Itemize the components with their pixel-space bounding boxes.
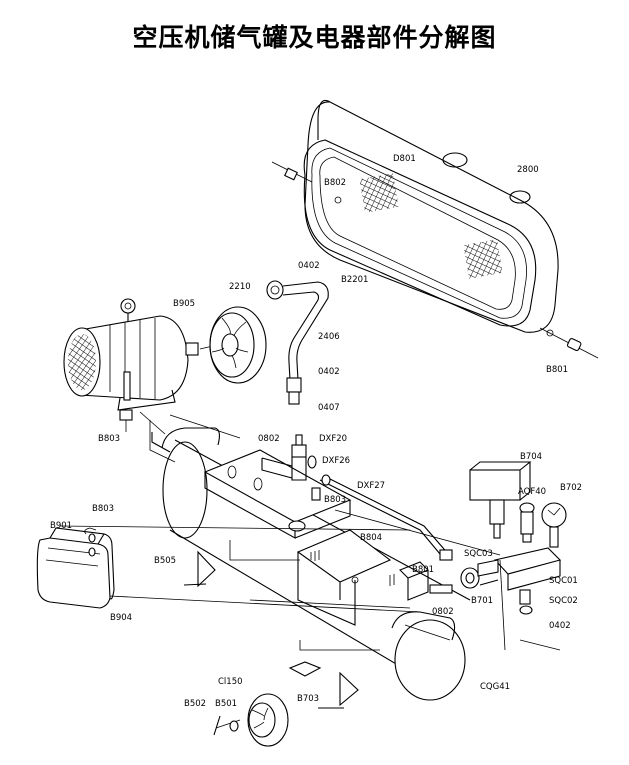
belt-guard	[303, 99, 559, 337]
label-B801-top: B801	[546, 365, 568, 375]
label-B905: B905	[173, 299, 195, 309]
tank-foot	[151, 432, 171, 453]
label-2406: 2406	[318, 332, 340, 342]
unloader-tube	[319, 474, 453, 561]
label-B501: B501	[215, 699, 237, 709]
label-B702: B702	[560, 483, 582, 493]
label-B801-mid: B801	[412, 565, 434, 575]
label-B2201: B2201	[341, 275, 368, 285]
pressure-switch	[469, 461, 532, 539]
safety-valve	[261, 434, 321, 501]
guard-bolt-bottom	[539, 327, 599, 359]
page-title: 空压机储气罐及电器部件分解图	[132, 23, 497, 52]
part-labels: D801 B802 2800 B801 0402 2210 B2201 B905…	[50, 154, 582, 709]
label-B704: B704	[520, 452, 542, 462]
label-B803-a: B803	[98, 434, 120, 444]
label-DXF26: DXF26	[322, 456, 350, 466]
label-B803-b: B803	[324, 495, 346, 505]
label-DXF27: DXF27	[357, 481, 385, 491]
label-2800: 2800	[517, 165, 539, 175]
label-B901: B901	[50, 521, 72, 531]
label-0802-b: 0802	[432, 607, 454, 617]
electric-motor	[63, 298, 231, 432]
label-0402-c: 0402	[549, 621, 571, 631]
label-0402-a: 0402	[298, 261, 320, 271]
label-CI150: Cl150	[218, 677, 243, 687]
label-0407: 0407	[318, 403, 340, 413]
label-0402-b: 0402	[318, 367, 340, 377]
label-0802-a: 0802	[258, 434, 280, 444]
pulley	[209, 306, 267, 384]
label-AQF40: AQF40	[518, 487, 546, 497]
label-SQC02: SQC02	[549, 596, 578, 606]
label-B701: B701	[471, 596, 493, 606]
drain-valve	[213, 693, 289, 747]
label-B505: B505	[154, 556, 176, 566]
label-SQC01: SQC01	[549, 576, 578, 586]
check-valve-manifold	[460, 547, 562, 615]
label-D801: D801	[393, 154, 416, 164]
label-B502: B502	[184, 699, 206, 709]
junction-box	[36, 527, 115, 609]
assembly-lines	[59, 411, 561, 651]
safety-valve-right	[519, 502, 535, 543]
bracket-b801	[399, 561, 453, 601]
label-2210: 2210	[229, 282, 251, 292]
label-B802: B802	[324, 178, 346, 188]
label-B804: B804	[360, 533, 382, 543]
delivery-pipe	[266, 280, 329, 405]
label-B803-c: B803	[92, 504, 114, 514]
label-CQG41: CQG41	[480, 682, 510, 692]
label-SQC03: SQC03	[464, 549, 493, 559]
pressure-gauge	[541, 502, 567, 548]
label-B904: B904	[110, 613, 132, 623]
label-B703: B703	[297, 694, 319, 704]
label-DXF20: DXF20	[319, 434, 347, 444]
guard-bolt-top	[271, 161, 313, 183]
